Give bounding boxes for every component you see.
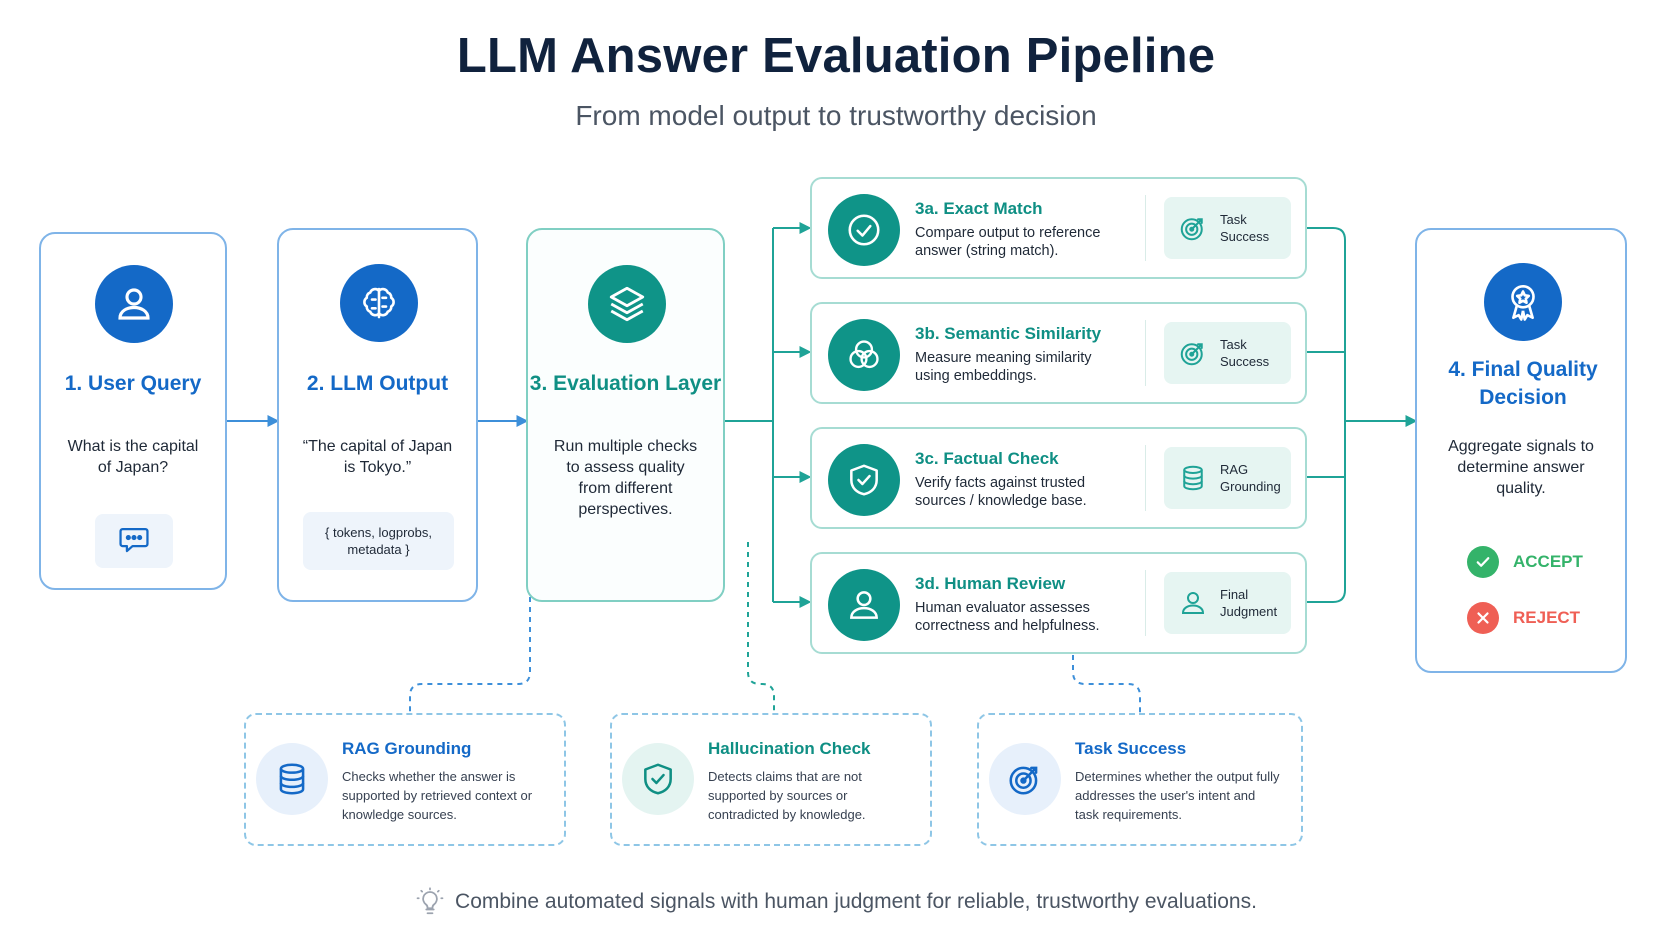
check-badge: Task Success — [1164, 197, 1291, 259]
check-title: 3a. Exact Match — [915, 199, 1043, 218]
badge-label: Task Success — [1220, 212, 1270, 244]
signal-desc: Checks whether the answer is supported b… — [342, 769, 533, 822]
footer-text: Combine automated signals with human jud… — [455, 890, 1257, 913]
stage-body: “The capital of Japan is Tokyo.” — [302, 438, 453, 476]
target-icon — [989, 743, 1061, 815]
chat-chip — [95, 514, 173, 568]
check-icon — [1467, 546, 1499, 578]
badge-label: Task Success — [1220, 337, 1270, 369]
merge-exact-match — [1307, 227, 1346, 421]
stage-title: 3. Evaluation Layer — [529, 372, 722, 395]
signal-title: Hallucination Check — [708, 739, 871, 758]
stage-body: Aggregate signals to determine answer qu… — [1448, 438, 1594, 497]
stage-body: Run multiple checks to assess quality fr… — [553, 438, 698, 518]
stage-title: 2. LLM Output — [306, 372, 449, 395]
target-icon — [1180, 218, 1203, 241]
award-icon — [1484, 263, 1562, 341]
dashed-to-hallucination-check — [747, 542, 775, 713]
accept-text: ACCEPT — [1513, 552, 1583, 571]
user-icon — [1181, 592, 1205, 614]
x-icon — [1467, 602, 1499, 634]
check-desc: Compare output to reference answer (stri… — [915, 225, 1101, 259]
merge-human-review — [1307, 421, 1346, 603]
user-icon — [828, 569, 900, 641]
target-icon — [1180, 343, 1203, 366]
lightbulb-icon — [416, 887, 444, 915]
signal-rag-grounding: RAG Grounding Checks whether the answer … — [244, 713, 566, 846]
stage-title: 4. Final Quality Decision — [1448, 358, 1598, 409]
check-divider — [1145, 445, 1146, 511]
signal-desc: Detects claims that are not supported by… — [708, 769, 866, 822]
check-badge: Task Success — [1164, 322, 1291, 384]
signal-title: RAG Grounding — [342, 739, 472, 758]
check-human-review: 3d. Human Review Human evaluator assesse… — [810, 552, 1307, 654]
signal-hallucination-check: Hallucination Check Detects claims that … — [610, 713, 932, 846]
check-title: 3c. Factual Check — [915, 449, 1059, 468]
check-desc: Human evaluator assesses correctness and… — [915, 600, 1100, 634]
user-icon — [95, 265, 173, 343]
check-title: 3d. Human Review — [915, 574, 1066, 593]
page-subtitle: From model output to trustworthy decisio… — [575, 100, 1097, 131]
database-icon — [256, 743, 328, 815]
stage-title: 1. User Query — [64, 372, 202, 395]
signal-desc: Determines whether the output fully addr… — [1075, 769, 1280, 822]
check-divider — [1145, 195, 1146, 261]
stage-final-decision: 4. Final Quality Decision Aggregate sign… — [1415, 228, 1627, 673]
signal-title: Task Success — [1075, 739, 1187, 758]
brain-icon — [340, 264, 418, 342]
accept-label: ACCEPT — [1467, 546, 1583, 578]
database-icon — [1183, 465, 1203, 491]
stage-llm-output: 2. LLM Output “The capital of Japan is T… — [277, 228, 478, 602]
shield-check-icon — [828, 444, 900, 516]
check-divider — [1145, 320, 1146, 386]
check-title: 3b. Semantic Similarity — [915, 324, 1102, 343]
page-title: LLM Answer Evaluation Pipeline — [456, 29, 1216, 83]
check-desc: Verify facts against trusted sources / k… — [915, 475, 1087, 509]
check-semantic-similarity: 3b. Semantic Similarity Measure meaning … — [810, 302, 1307, 404]
signal-task-success: Task Success Determines whether the outp… — [977, 713, 1303, 846]
venn-circles-icon — [828, 319, 900, 391]
check-factual-check: 3c. Factual Check Verify facts against t… — [810, 427, 1307, 529]
stage-body: What is the capital of Japan? — [67, 438, 199, 476]
check-divider — [1145, 570, 1146, 636]
badge-label: RAG Grounding — [1220, 462, 1281, 494]
badge-label: Final Judgment — [1220, 587, 1278, 619]
chat-bubble-icon — [114, 522, 154, 560]
stage-evaluation-layer: 3. Evaluation Layer Run multiple checks … — [526, 228, 725, 602]
check-circle-icon — [828, 194, 900, 266]
shield-check-icon — [622, 743, 694, 815]
metadata-chip: { tokens, logprobs, metadata } — [303, 512, 454, 570]
footer-note: Combine automated signals with human jud… — [0, 887, 1672, 917]
check-desc: Measure meaning similarity using embeddi… — [915, 350, 1092, 384]
check-exact-match: 3a. Exact Match Compare output to refere… — [810, 177, 1307, 279]
layers-icon — [588, 265, 666, 343]
check-badge: Final Judgment — [1164, 572, 1291, 634]
dashed-to-task-success — [1072, 655, 1141, 713]
reject-text: REJECT — [1513, 608, 1581, 627]
dashed-to-rag-grounding — [409, 597, 531, 713]
reject-label: REJECT — [1467, 602, 1580, 634]
stage-user-query: 1. User Query What is the capital of Jap… — [39, 232, 227, 590]
check-badge: RAG Grounding — [1164, 447, 1291, 509]
